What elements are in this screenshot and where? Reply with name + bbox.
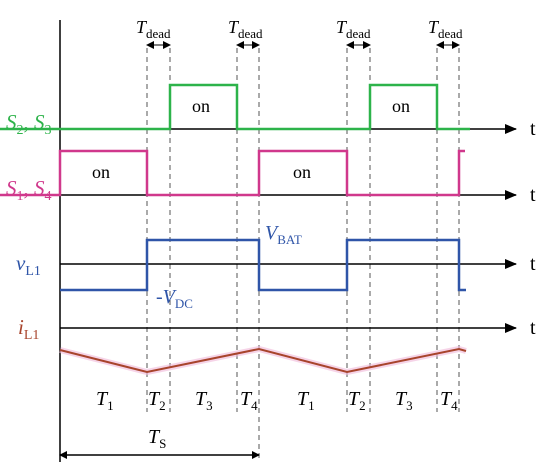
dead-time-label-4: Tdead xyxy=(428,17,463,41)
s23-time-label: t xyxy=(530,118,536,140)
s23-on-label-1: on xyxy=(192,96,210,116)
s14-waveform xyxy=(0,149,465,197)
s23-row-label: S2, S3 xyxy=(6,110,52,138)
s23-on-label-2: on xyxy=(392,96,410,116)
vl1-time-label: t xyxy=(530,253,536,275)
s23-waveform xyxy=(0,83,470,131)
vl1-high-label: VBAT xyxy=(265,222,302,247)
transition-guides xyxy=(146,48,460,458)
interval-label-t4: T4 xyxy=(240,388,258,413)
vl1-waveform xyxy=(60,238,466,292)
interval-label-t2: T2 xyxy=(148,388,166,413)
il1-waveform xyxy=(59,347,467,374)
interval-label-t1: T1 xyxy=(96,388,114,413)
il1-row-label: iL1 xyxy=(18,315,39,343)
vl1-low-label: -VDC xyxy=(156,286,193,311)
vl1-row-label: vL1 xyxy=(16,251,41,279)
interval-label-t1b: T1 xyxy=(297,388,315,413)
s14-on-label-2: on xyxy=(293,162,311,182)
period-label: TS xyxy=(148,426,166,451)
interval-label-t4b: T4 xyxy=(440,388,458,413)
interval-label-t2b: T2 xyxy=(348,388,366,413)
dead-time-label-2: Tdead xyxy=(228,17,263,41)
s14-on-label-1: on xyxy=(92,162,110,182)
interval-label-t3b: T3 xyxy=(395,388,413,413)
s14-time-label: t xyxy=(530,184,536,206)
il1-time-label: t xyxy=(530,317,536,339)
dead-time-label-3: Tdead xyxy=(336,17,371,41)
dead-time-label-1: Tdead xyxy=(136,17,171,41)
s14-row-label: S1, S4 xyxy=(6,176,52,204)
interval-label-t3: T3 xyxy=(195,388,213,413)
